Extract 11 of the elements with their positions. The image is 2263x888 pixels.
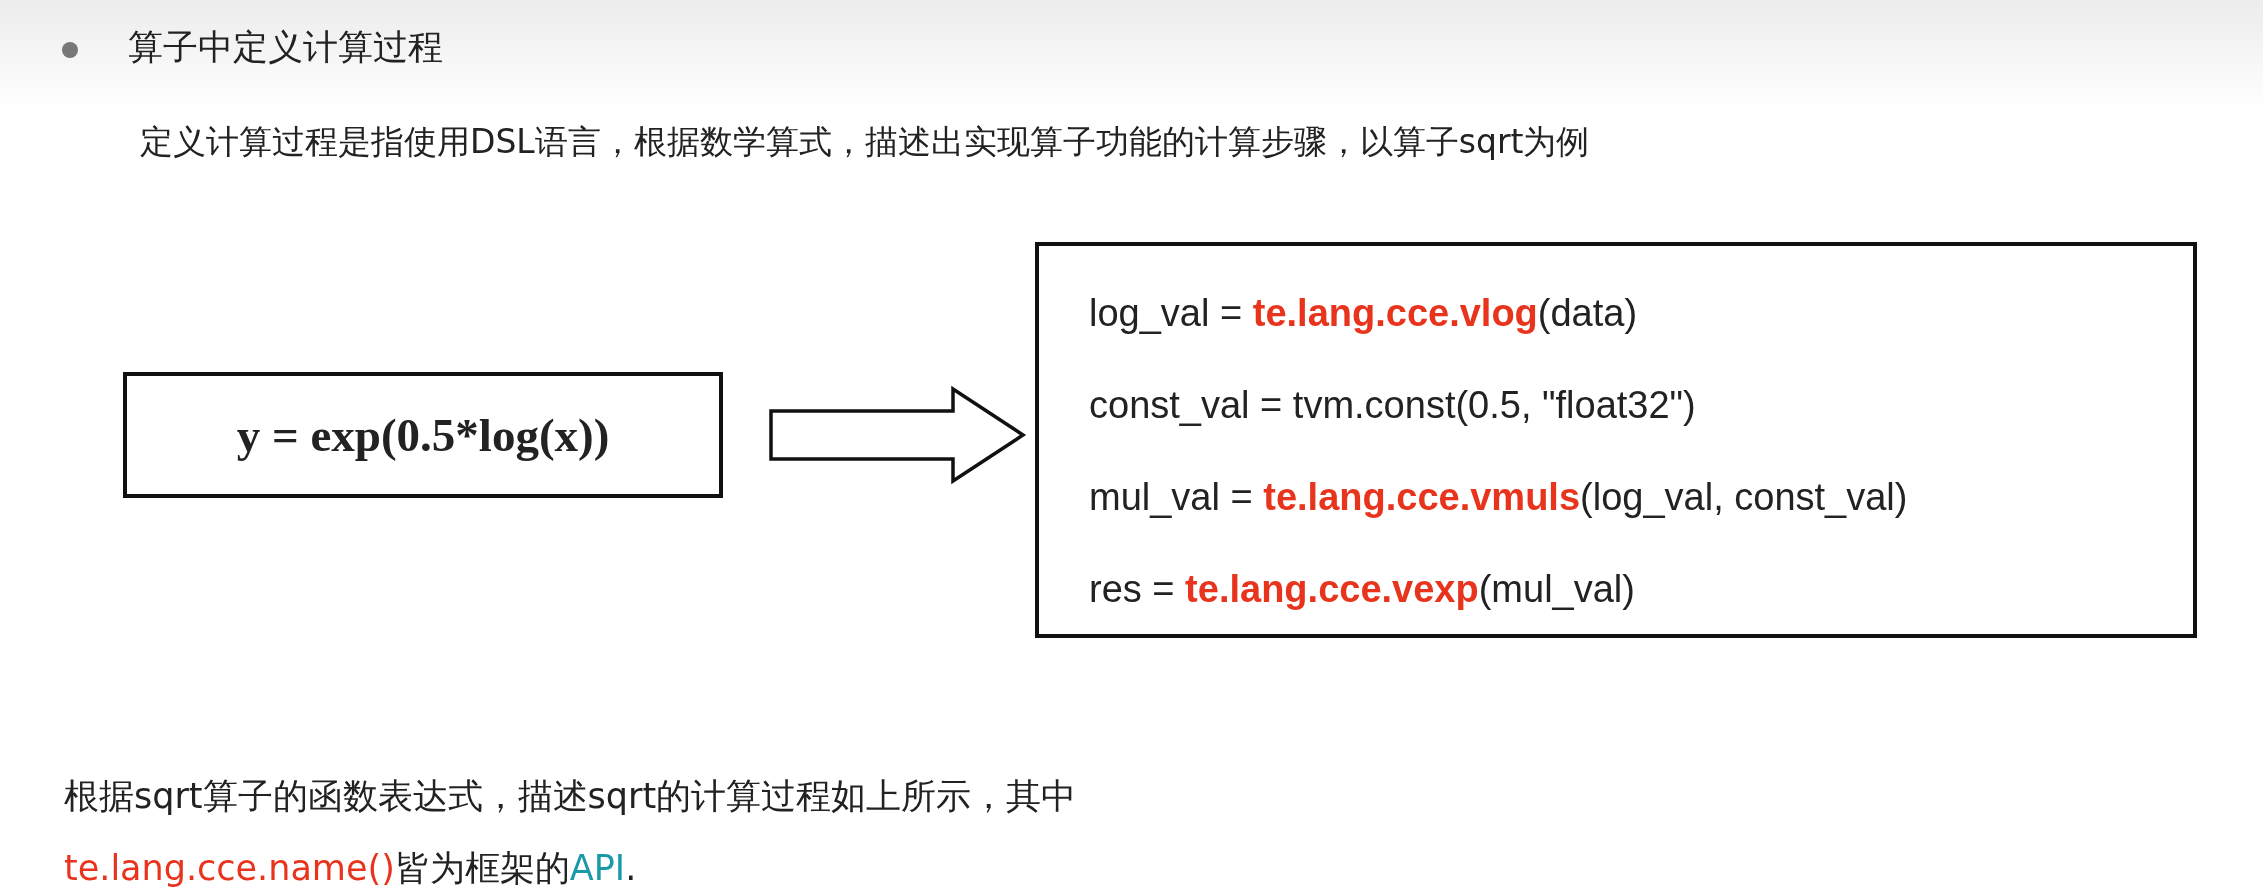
title: 算子中定义计算过程 xyxy=(128,26,443,69)
formula-box xyxy=(123,372,723,498)
code-line: log_val = te.lang.cce.vlog(data) xyxy=(1089,291,1639,336)
intro-text: 定义计算过程是指使用DSL语言，根据数学算式，描述出实现算子功能的计算步骤，以算子sqrt为例 xyxy=(140,121,1590,163)
description-text: 根据sqrt算子的函数表达式，描述sqrt的计算过程如上所示，其中te.lang.cce.name()皆为框架的API. xyxy=(64,775,1078,888)
code-line: const_val = tvm.const(0.5, "float32") xyxy=(1089,383,1697,428)
code-line: mul_val = te.lang.cce.vmuls(log_val, const_val) xyxy=(1089,475,1909,520)
code-box xyxy=(1035,242,2197,638)
code-line: res = te.lang.cce.vexp(mul_val) xyxy=(1089,567,1636,612)
formula-text: y = exp(0.5*log(x)) xyxy=(236,408,610,462)
block-arrow xyxy=(769,385,1027,485)
